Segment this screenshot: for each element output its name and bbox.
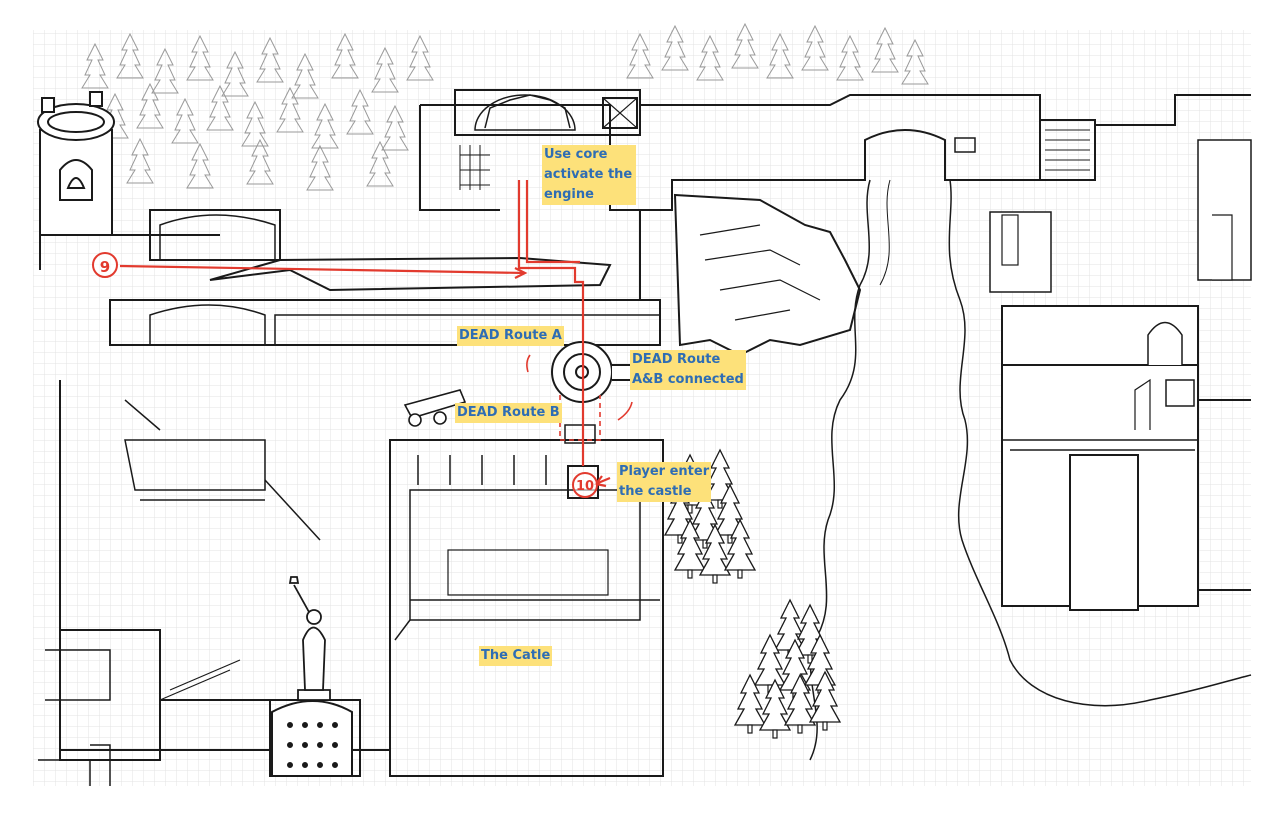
statue — [288, 576, 331, 701]
label-player-enter: Player enter the castle — [617, 462, 712, 502]
label-use-core: Use core activate the engine — [542, 145, 636, 205]
bell-tower — [37, 91, 115, 236]
label-castle: The Catle — [479, 646, 553, 666]
label-dead-route-ab: DEAD Route A&B connected — [630, 350, 746, 390]
cannon — [403, 389, 467, 427]
rock-cliff — [673, 193, 862, 357]
label-dead-route-b: DEAD Route B — [455, 403, 562, 423]
route-marker-start: 9 — [92, 252, 118, 278]
front-gate — [271, 700, 353, 777]
route-marker-end: 10 — [572, 472, 598, 498]
castle-structures — [39, 89, 1251, 346]
label-dead-route-a: DEAD Route A — [457, 326, 564, 346]
right-buildings — [989, 139, 1252, 611]
